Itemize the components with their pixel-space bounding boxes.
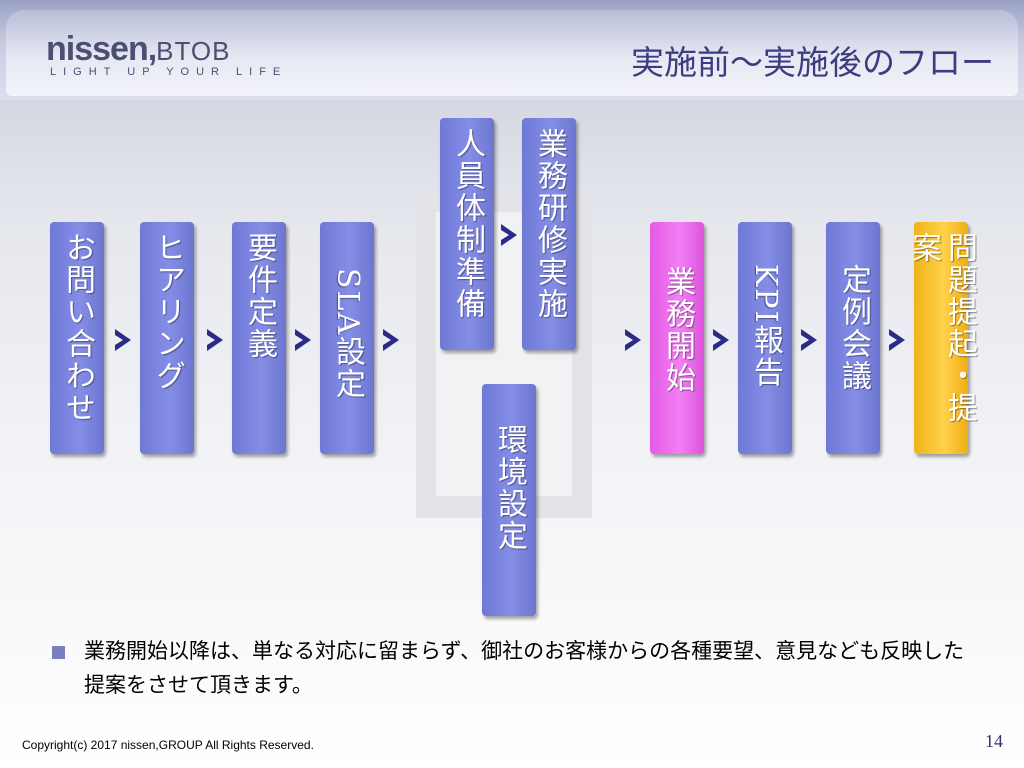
chevron-right-icon (710, 327, 732, 353)
chevron-right-icon (498, 222, 520, 248)
step-training: 業務研修実施 (522, 118, 576, 350)
chevron-right-icon (622, 327, 644, 353)
logo-sub-text: BTOB (156, 36, 231, 66)
step-label: 業務開始 (660, 266, 695, 394)
step-label: 業務研修実施 (532, 128, 567, 320)
step-requirements: 要件定義 (232, 222, 286, 454)
step-start: 業務開始 (650, 222, 704, 454)
step-proposal: 問題提起・提案 (906, 222, 977, 454)
header-band (0, 0, 1024, 100)
logo-tagline: LIGHT UP YOUR LIFE (50, 66, 288, 78)
step-hearing: ヒアリング (140, 222, 194, 454)
step-staffing: 人員体制準備 (440, 118, 494, 350)
step-label: 定例会議 (836, 264, 871, 392)
company-logo: nissen,BTOB LIGHT UP YOUR LIFE (46, 30, 280, 86)
copyright-notice: Copyright(c) 2017 nissen,GROUP All Right… (22, 738, 314, 752)
bullet-note: 業務開始以降は、単なる対応に留まらず、御社のお客様からの各種要望、意見なども反映… (84, 639, 965, 697)
logo-main-text: nissen, (46, 30, 157, 68)
page-number: 14 (985, 731, 1003, 751)
step-environment: 環境設定 (482, 384, 536, 616)
bullet-marker (52, 646, 65, 659)
step-label: 人員体制準備 (450, 128, 485, 320)
chevron-right-icon (886, 327, 908, 353)
step-label: 環境設定 (492, 424, 527, 552)
step-label: ヒアリング (150, 232, 185, 392)
chevron-right-icon (380, 327, 402, 353)
chevron-right-icon (112, 327, 134, 353)
logo-wordmark: nissen,BTOB (46, 30, 231, 69)
step-inquiry: お問い合わせ (50, 222, 104, 454)
step-label: お問い合わせ (60, 232, 95, 424)
step-label: SLA設定 (330, 268, 365, 401)
step-meeting: 定例会議 (826, 222, 880, 454)
header-panel (6, 10, 1018, 96)
chevron-right-icon (204, 327, 226, 353)
step-label: 要件定義 (242, 232, 277, 360)
step-sla: SLA設定 (320, 222, 374, 454)
chevron-right-icon (292, 327, 314, 353)
chevron-right-icon (798, 327, 820, 353)
step-label: KPI報告 (748, 264, 783, 389)
page-title: 実施前～実施後のフロー (631, 43, 994, 82)
step-label: 問題提起・提案 (906, 232, 977, 424)
step-kpi: KPI報告 (738, 222, 792, 454)
